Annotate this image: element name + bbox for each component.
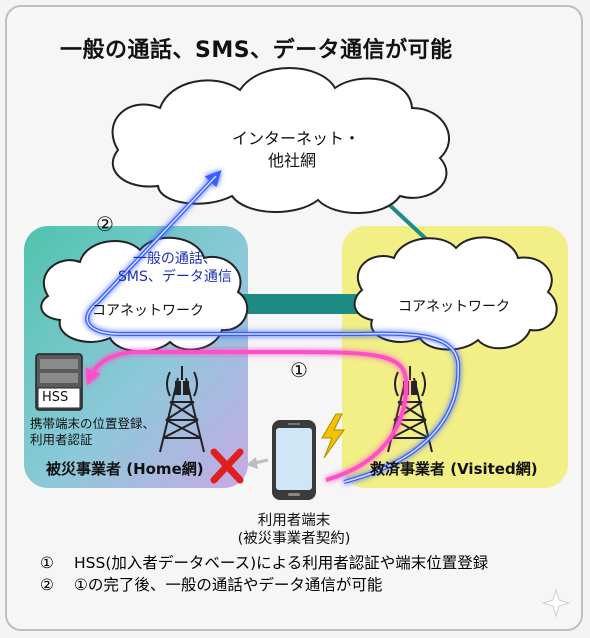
device-label-line2: (被災事業者契約)	[237, 531, 351, 547]
page-title: 一般の通話、SMS、データ通信が可能	[60, 38, 453, 63]
home-operator-label: 被災事業者 (Home網)	[46, 460, 204, 478]
note-number: ①	[40, 554, 54, 572]
server-icon	[35, 353, 83, 411]
internet-label-line2: 他社網	[267, 151, 316, 170]
visited-operator-label: 救済事業者 (Visited網)	[370, 460, 538, 478]
note-item: ② ①の完了後、一般の通話やデータ通信が可能	[40, 574, 488, 596]
hss-caption: 携帯端末の位置登録、 利用者認証	[30, 416, 155, 448]
arrow-icon	[246, 457, 269, 469]
internet-label: インターネット・ 他社網	[232, 128, 361, 172]
cell-tower-icon	[159, 366, 205, 453]
flow-label-line1: 一般の通話、	[132, 251, 217, 267]
device-label-line1: 利用者端末	[257, 513, 331, 529]
lightning-icon	[321, 413, 345, 459]
flow-label: 一般の通話、 SMS、データ通信	[118, 250, 232, 286]
smartphone-icon	[272, 420, 316, 500]
auth-path-pink	[85, 350, 409, 482]
note-item: ① HSS(加入者データベース)による利用者認証や端末位置登録	[40, 552, 488, 574]
flow-label-line2: SMS、データ通信	[118, 269, 232, 285]
note-number: ②	[40, 576, 54, 594]
notes: ① HSS(加入者データベース)による利用者認証や端末位置登録 ② ①の完了後、一般…	[40, 552, 488, 596]
home-core-label: コアネットワーク	[92, 303, 204, 319]
note-text: ①の完了後、一般の通話やデータ通信が可能	[74, 576, 383, 594]
internet-label-line1: インターネット・	[232, 129, 361, 148]
core-link	[232, 294, 380, 314]
cross-icon	[210, 448, 244, 484]
data-path-blue-glow	[86, 175, 459, 483]
visited-core-label: コアネットワーク	[398, 299, 510, 315]
device-label: 利用者端末 (被災事業者契約)	[224, 512, 364, 548]
marker-one: ①	[290, 358, 308, 382]
sparkle-icon	[541, 588, 571, 618]
hss-caption-line1: 携帯端末の位置登録、	[30, 416, 156, 431]
hss-label: HSS	[42, 390, 69, 405]
note-text: HSS(加入者データベース)による利用者認証や端末位置登録	[74, 554, 489, 572]
internet-cloud	[111, 67, 451, 215]
hss-caption-line2: 利用者認証	[30, 432, 93, 447]
marker-two: ②	[96, 212, 114, 236]
visited-core-cloud	[353, 236, 558, 351]
home-core-cloud	[40, 236, 249, 353]
